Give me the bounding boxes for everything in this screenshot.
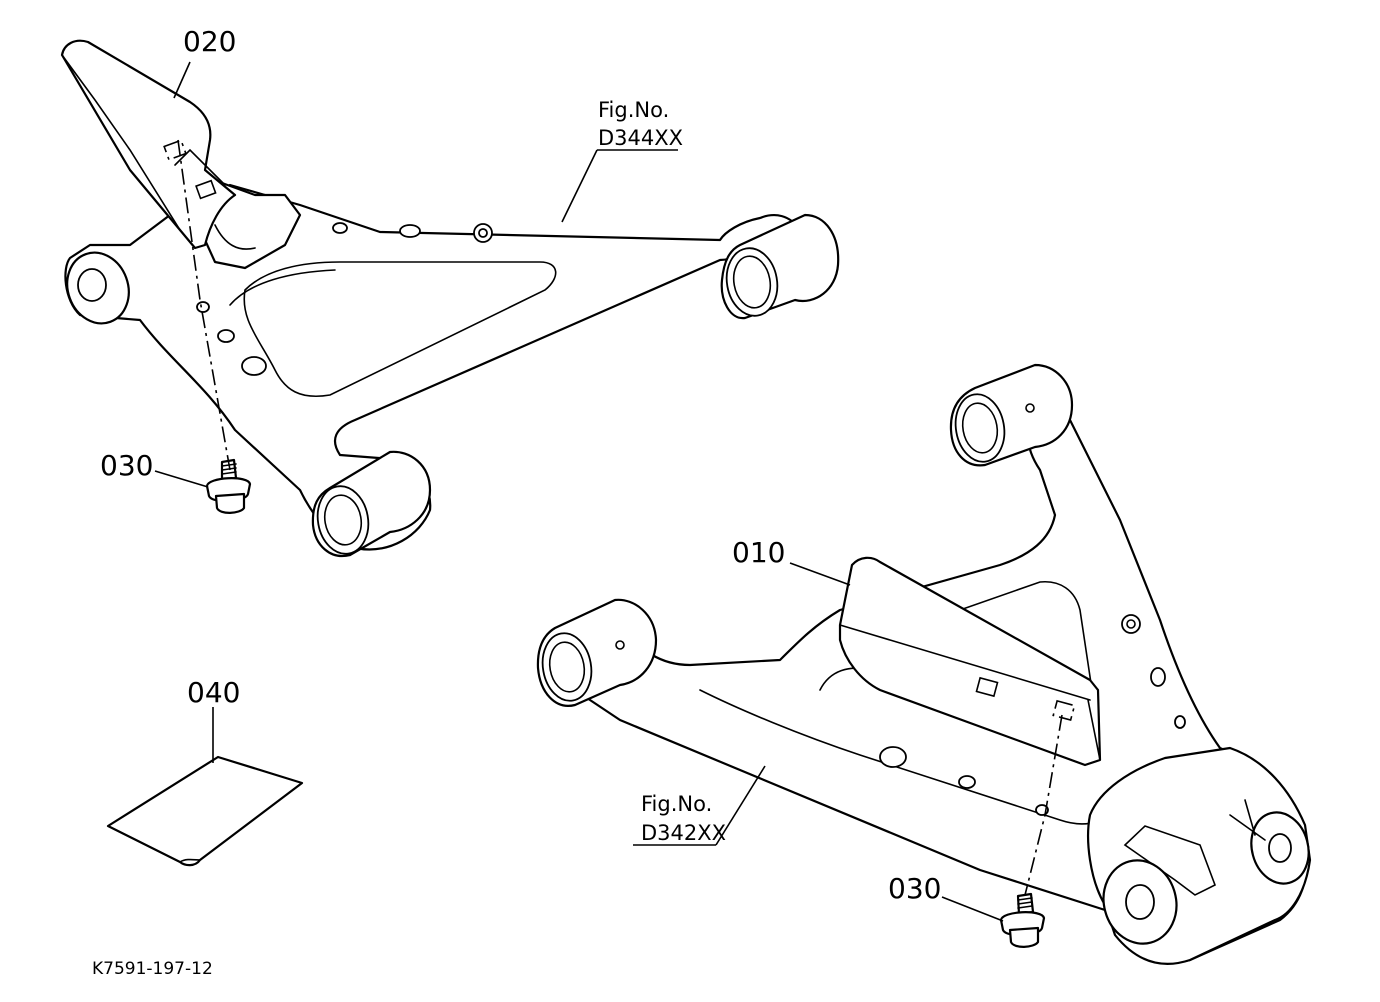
- callout-040: 040: [187, 676, 240, 709]
- fig-ref-upper-line1: Fig.No.: [598, 98, 669, 122]
- callout-030-right: 030: [888, 872, 941, 905]
- fig-ref-lower-line2: D342XX: [641, 821, 726, 845]
- part-040-sheet: [106, 755, 304, 867]
- lower-centerline: [1024, 714, 1063, 896]
- callout-010: 010: [732, 536, 785, 569]
- drawing-code: K7591-197-12: [92, 959, 213, 979]
- upper-centerline: [177, 139, 231, 471]
- fig-ref-upper-line2: D344XX: [598, 126, 683, 150]
- lower-suspension-arm: [536, 363, 1312, 965]
- callout-030-left: 030: [100, 449, 153, 482]
- part-020-guard: [60, 39, 237, 250]
- part-030-bolt-right: [999, 892, 1046, 948]
- upper-suspension-arm: [64, 173, 840, 558]
- fig-ref-lower-line1: Fig.No.: [641, 792, 712, 816]
- part-030-bolt-left: [205, 458, 252, 514]
- callout-020: 020: [183, 25, 236, 58]
- leader-lines: [154, 61, 1004, 922]
- part-010-guard: [838, 556, 1102, 767]
